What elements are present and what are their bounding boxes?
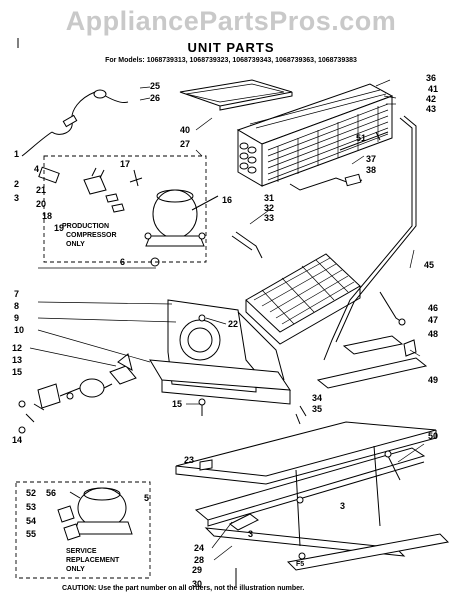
part-number-50: 50 <box>428 431 439 441</box>
part-number-45: 45 <box>424 260 435 270</box>
drain-pan <box>179 79 293 107</box>
part-number-32: 32 <box>264 203 275 213</box>
fan-shroud <box>149 299 291 405</box>
part-number-53: 53 <box>26 502 37 512</box>
part-number-28: 28 <box>194 555 205 565</box>
part-number-34: 34 <box>312 393 323 403</box>
part-number-15: 15 <box>12 367 23 377</box>
part-number-24: 24 <box>194 543 205 553</box>
part-number-31: 31 <box>264 193 275 203</box>
screws-34-35 <box>295 405 307 425</box>
filter-drier <box>344 173 362 187</box>
cord-clamp <box>38 166 60 184</box>
service-box-border <box>15 481 151 579</box>
base-frame <box>175 421 450 586</box>
part-number-27: 27 <box>180 139 191 149</box>
part-number-10: 10 <box>14 325 25 335</box>
part-number-33: 33 <box>264 213 275 223</box>
part-number-29: 29 <box>192 565 203 575</box>
production-box-border <box>43 155 207 263</box>
part-number-41: 41 <box>428 84 439 94</box>
part-number-2: 2 <box>14 179 20 189</box>
evaporator-coil <box>231 231 361 345</box>
power-cord <box>21 91 129 157</box>
part-number-20: 20 <box>36 199 47 209</box>
part-number-5: 5 <box>144 493 150 503</box>
part-number-1: 1 <box>14 149 20 159</box>
service-box-label-1: SERVICE <box>66 548 97 555</box>
part-number-3: 3 <box>14 193 20 203</box>
corner-mark: F5 <box>296 561 304 568</box>
part-number-9: 9 <box>14 313 20 323</box>
part-number-40: 40 <box>180 125 191 135</box>
part-number-46: 46 <box>428 303 439 313</box>
part-number-3c: 3 <box>248 529 254 539</box>
part-number-37: 37 <box>366 154 377 164</box>
cord-coil <box>93 89 107 99</box>
part-number-26: 26 <box>150 93 161 103</box>
part-number-36: 36 <box>426 73 437 83</box>
models-line: For Models: 1068739313, 1068739323, 1068… <box>105 57 357 64</box>
part-number-51: 51 <box>356 133 367 143</box>
part-number-35: 35 <box>312 404 323 414</box>
production-box-label-3: ONLY <box>66 241 85 248</box>
part-number-12: 12 <box>12 343 23 353</box>
tray-49 <box>316 357 428 389</box>
part-number-6: 6 <box>120 257 126 267</box>
part-number-49: 49 <box>428 375 439 385</box>
production-box-label-1: PRODUCTION <box>62 223 110 230</box>
part-number-8: 8 <box>14 301 20 311</box>
diagram-title: UNIT PARTS <box>187 40 275 55</box>
part-number-22: 22 <box>228 319 239 329</box>
part-number-19: 19 <box>54 223 65 233</box>
part-number-21: 21 <box>36 185 47 195</box>
part-number-14: 14 <box>12 435 23 445</box>
leader-lines <box>29 79 425 561</box>
part-number-17: 17 <box>120 159 131 169</box>
production-box-label-2: COMPRESSOR <box>66 232 117 239</box>
discharge-tube <box>323 117 413 361</box>
part-number-7: 7 <box>14 289 20 299</box>
compressor-service <box>57 487 133 541</box>
part-number-25: 25 <box>150 81 161 91</box>
compressor-production <box>144 189 219 247</box>
part-number-38: 38 <box>366 165 377 175</box>
part-number-4: 4 <box>34 164 40 174</box>
caution-note: CAUTION: Use the part number on all orde… <box>62 585 305 592</box>
part-number-23: 23 <box>184 455 195 465</box>
part-number-47: 47 <box>428 315 439 325</box>
service-box-label-2: REPLACEMENT <box>66 557 120 564</box>
watermark: AppliancePartsPros.com <box>65 6 397 36</box>
fan-motor <box>18 353 137 434</box>
part-number-30: 30 <box>192 579 203 589</box>
part-number-13: 13 <box>12 355 23 365</box>
part-number-15b: 15 <box>172 399 183 409</box>
part-23 <box>199 459 213 471</box>
part-number-43: 43 <box>426 104 437 114</box>
service-box-label-3: ONLY <box>66 566 85 573</box>
relay <box>83 175 107 195</box>
part-number-48: 48 <box>428 329 439 339</box>
part-number-56: 56 <box>46 488 57 498</box>
part-number-54: 54 <box>26 516 37 526</box>
part-number-3b: 3 <box>340 501 346 511</box>
part-number-52: 52 <box>26 488 37 498</box>
cord-plug <box>62 114 78 128</box>
part-number-55: 55 <box>26 529 37 539</box>
part-number-18: 18 <box>42 211 53 221</box>
part-number-16: 16 <box>222 195 233 205</box>
part-number-42: 42 <box>426 94 437 104</box>
condenser-coil <box>236 83 394 187</box>
